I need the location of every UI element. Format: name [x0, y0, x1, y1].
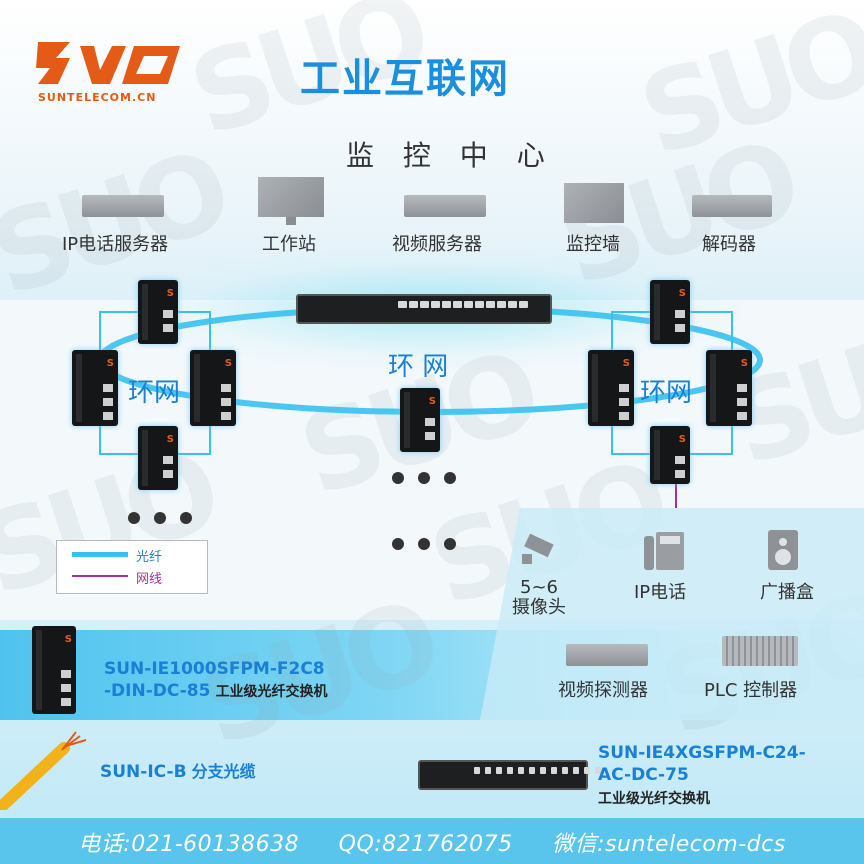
- monitor-stand: [286, 217, 296, 225]
- footer-bar: [0, 818, 864, 864]
- ring-label-right: 环网: [640, 378, 693, 408]
- ellipsis-dot: [444, 538, 456, 550]
- device-label: 监控墙: [566, 234, 620, 255]
- product-din-switch-image: S: [32, 626, 76, 714]
- legend-fiber-swatch: [72, 552, 128, 557]
- device-label: 工作站: [262, 234, 316, 255]
- din-switch: S: [190, 350, 236, 426]
- brand-logo-icon: [36, 42, 180, 84]
- product-rack-switch-image: [418, 760, 601, 790]
- ellipsis-dot: [154, 512, 166, 524]
- monitoring-center-title: 监 控 中 心: [346, 139, 555, 172]
- product-rack-name-line1: SUN-IE4XGSFPM-C24-: [598, 743, 806, 763]
- legend-cable-swatch: [72, 575, 128, 577]
- device-label: IP电话服务器: [62, 234, 169, 255]
- terminal-label: 广播盒: [760, 582, 814, 603]
- footer-wechat: 微信:suntelecom-dcs: [552, 832, 786, 857]
- legend-fiber-label: 光纤: [136, 550, 163, 565]
- logo-domain: SUNTELECOM.CN: [38, 91, 157, 104]
- switch-ports: [398, 301, 528, 308]
- legend: [56, 540, 208, 594]
- ip-phone-server-icon: [82, 195, 164, 217]
- terminal-label: 5~6 摄像头: [512, 577, 566, 618]
- terminal-label: 视频探测器: [558, 680, 648, 701]
- device-label: 视频服务器: [392, 234, 482, 255]
- plc-controller-icon: [722, 636, 798, 666]
- footer-phone: 电话:021-60138638: [78, 832, 300, 857]
- product-cable-row: SUN-IC-B 分支光缆: [100, 758, 256, 783]
- product-din-line2-row: -DIN-DC-85 工业级光纤交换机: [104, 680, 328, 702]
- terminal-label: IP电话: [634, 582, 687, 603]
- ellipsis-dot: [392, 472, 404, 484]
- din-switch: S: [650, 426, 690, 484]
- din-switch: S: [706, 350, 752, 426]
- product-din-desc: 工业级光纤交换机: [215, 684, 328, 700]
- video-server-icon: [404, 195, 486, 217]
- decoder-icon: [692, 195, 772, 217]
- ellipsis-dot: [418, 472, 430, 484]
- ip-phone-icon: [644, 532, 684, 570]
- footer-contacts: 电话:021-60138638 QQ:821762075 微信:suntelec…: [0, 826, 864, 858]
- core-switch: [296, 294, 552, 324]
- video-detector-icon: [566, 644, 648, 666]
- din-switch: S: [138, 280, 178, 344]
- din-switch: S: [72, 350, 118, 426]
- video-wall-icon: [564, 183, 624, 223]
- terminal-label: PLC 控制器: [704, 680, 798, 701]
- footer-qq: QQ:821762075: [338, 832, 513, 857]
- page-title: 工业互联网: [300, 56, 510, 102]
- speaker-icon: [768, 530, 798, 570]
- ellipsis-dot: [180, 512, 192, 524]
- din-switch: S: [650, 280, 690, 344]
- ellipsis-dot: [418, 538, 430, 550]
- din-switch: S: [588, 350, 634, 426]
- fiber-cable-icon: [0, 731, 87, 810]
- product-din-name-line2: -DIN-DC-85: [104, 681, 211, 701]
- din-switch: S: [138, 426, 178, 490]
- product-cable-name: SUN-IC-B: [100, 762, 187, 782]
- device-label: 解码器: [702, 234, 756, 255]
- switch-ports: [474, 767, 604, 774]
- din-switch: S: [400, 388, 440, 452]
- product-din-name-line1: SUN-IE1000SFPM-F2C8: [104, 659, 325, 679]
- product-rack-name-line2: AC-DC-75: [598, 765, 689, 785]
- ring-label-left: 环网: [128, 378, 181, 408]
- ring-label-center: 环 网: [388, 352, 449, 382]
- ellipsis-dot: [444, 472, 456, 484]
- ellipsis-dot: [128, 512, 140, 524]
- ellipsis-dot: [392, 538, 404, 550]
- product-cable-desc: 分支光缆: [191, 762, 256, 781]
- product-rack-desc: 工业级光纤交换机: [598, 791, 710, 807]
- legend-cable-label: 网线: [136, 572, 163, 587]
- camera-icon: [522, 533, 554, 564]
- workstation-icon: [258, 177, 324, 217]
